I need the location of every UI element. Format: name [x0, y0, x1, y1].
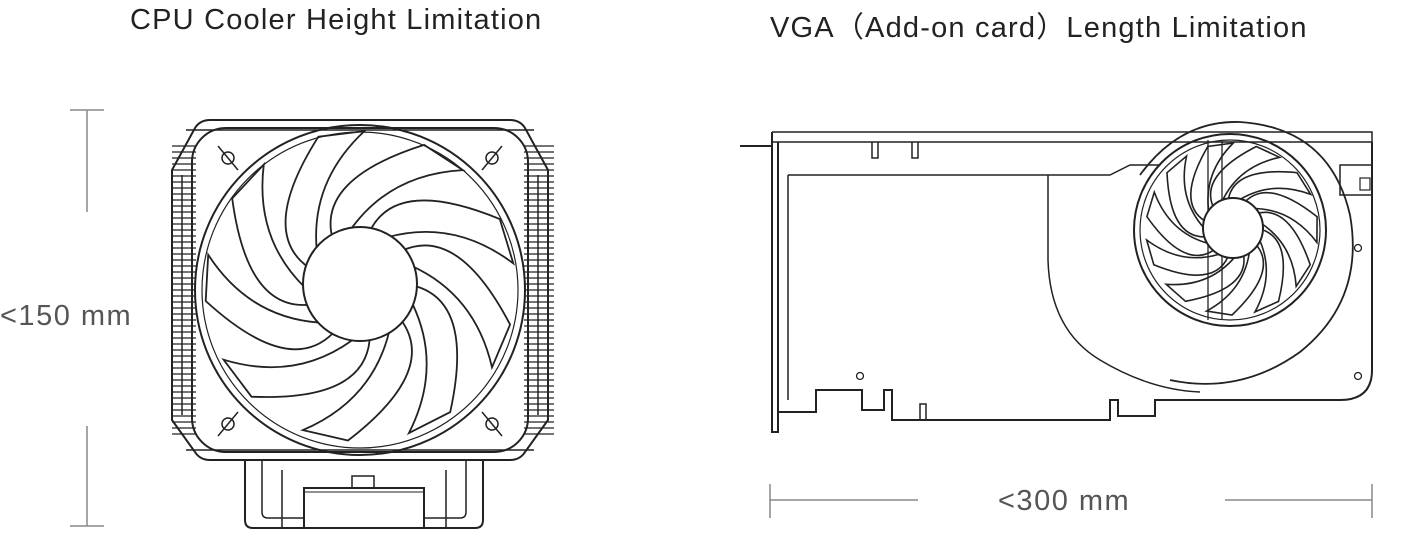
cpu-fan-blade — [300, 320, 413, 442]
cpu-cooler-drawing — [171, 119, 554, 529]
vga-fan-blade — [1227, 170, 1313, 203]
vga-fan-blade — [1146, 189, 1215, 257]
cpu-fan-blade — [368, 199, 515, 266]
height-limit-label: <150 mm — [0, 300, 133, 332]
length-dimension-line — [769, 484, 1373, 518]
vga-fan-blade — [1253, 228, 1285, 314]
vga-fan-blade — [1145, 237, 1229, 276]
vga-fan-blade — [1242, 191, 1318, 245]
cpu-fan-blade — [204, 251, 334, 351]
vga-fan-blade — [1255, 211, 1312, 289]
vga-fan-blade — [1190, 141, 1236, 222]
vga-card-drawing — [740, 121, 1373, 433]
cpu-fan-blade — [231, 161, 309, 306]
vga-fan-blade — [1166, 153, 1206, 238]
length-limit-label: <300 mm — [998, 485, 1131, 517]
vga-fan-blade — [1163, 254, 1245, 303]
cpu-fan-blade — [406, 285, 459, 436]
vga-fan-blade — [1204, 243, 1265, 316]
cpu-fan-blade — [221, 339, 371, 398]
vga-card-title: VGA（Add-on card）Length Limitation — [770, 12, 1308, 44]
cpu-fan-blade — [329, 143, 466, 239]
height-dimension-line — [70, 109, 104, 527]
cpu-cooler-title: CPU Cooler Height Limitation — [130, 4, 543, 36]
cpu-fan-blade — [284, 129, 368, 268]
cpu-fan-blade — [401, 244, 512, 371]
vga-fan-blade — [1209, 145, 1283, 209]
